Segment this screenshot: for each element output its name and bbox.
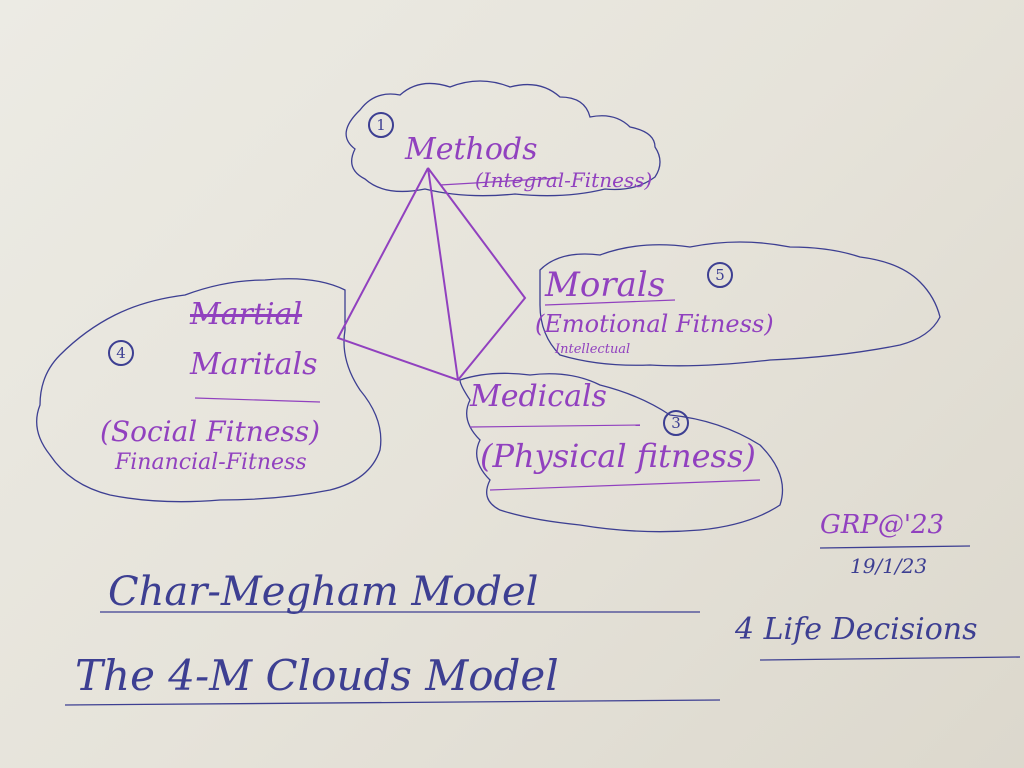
side-underline bbox=[759, 656, 1021, 661]
signature-initials: GRP@'23 bbox=[820, 510, 945, 540]
number-badge-3: 3 bbox=[663, 410, 689, 436]
methods-title: Methods bbox=[405, 132, 538, 167]
maritals-note: Financial-Fitness bbox=[115, 450, 307, 475]
cloud-medicals bbox=[459, 372, 784, 533]
number-badge-1: 1 bbox=[368, 112, 394, 138]
morals-title: Morals bbox=[545, 265, 666, 305]
maritals-underline bbox=[194, 397, 321, 403]
methods-subtitle: (Integral-Fitness) bbox=[475, 168, 653, 192]
maritals-struck-title: Martial bbox=[190, 297, 303, 332]
signature-underline bbox=[819, 545, 971, 549]
signature-date: 19/1/23 bbox=[850, 554, 928, 578]
cloud-methods bbox=[345, 80, 661, 197]
physical-underline bbox=[489, 479, 761, 491]
maritals-subtitle: (Social Fitness) bbox=[100, 415, 321, 448]
footer-title-2: The 4-M Clouds Model bbox=[75, 651, 559, 700]
number-badge-4: 4 bbox=[108, 340, 134, 366]
number-badge-5: 5 bbox=[707, 262, 733, 288]
maritals-title: Maritals bbox=[190, 347, 318, 382]
methods-underline bbox=[439, 177, 561, 186]
footer-side-note: 4 Life Decisions bbox=[735, 612, 978, 647]
medicals-title: Medicals bbox=[470, 379, 607, 414]
footer-title-1: Char-Megham Model bbox=[108, 569, 539, 615]
morals-underline bbox=[544, 299, 676, 306]
pyramid-edges bbox=[336, 167, 527, 382]
medicals-subtitle: (Physical fitness) bbox=[480, 437, 756, 475]
cloud-maritals bbox=[36, 278, 382, 503]
footer-underline-2 bbox=[64, 699, 721, 706]
medicals-underline bbox=[469, 424, 641, 428]
morals-note: Intellectual bbox=[555, 342, 631, 357]
morals-subtitle: (Emotional Fitness) bbox=[535, 310, 774, 338]
cloud-morals bbox=[539, 241, 941, 367]
